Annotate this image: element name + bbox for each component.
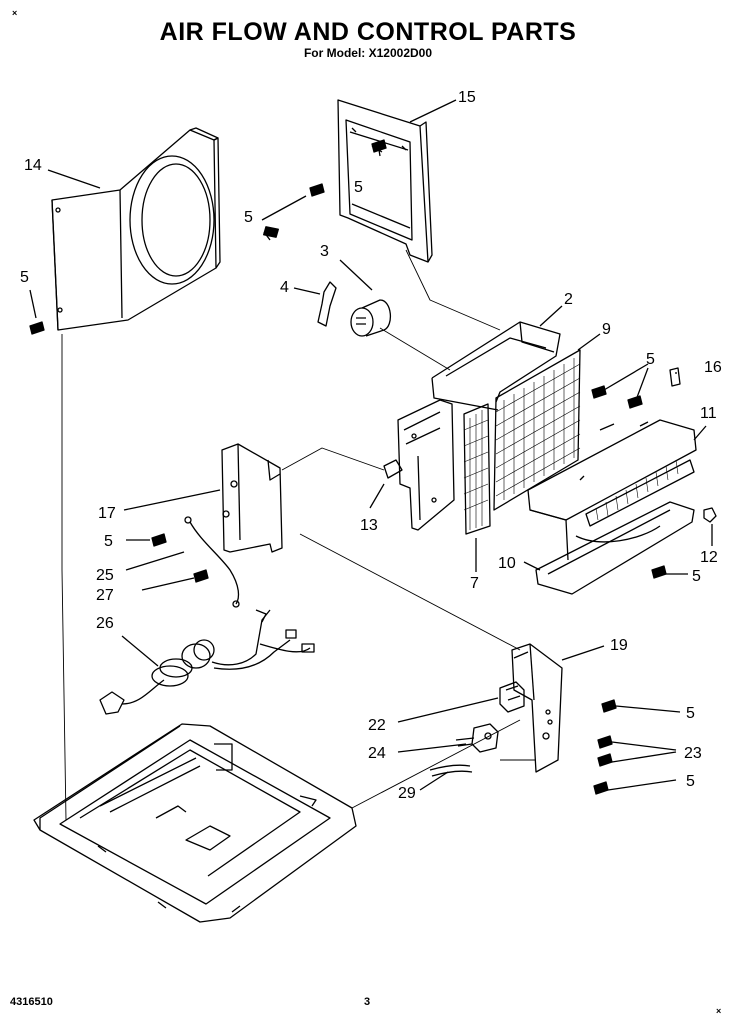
leader-lines <box>29 99 713 791</box>
callout-5: 5 <box>646 351 655 368</box>
callout-26: 26 <box>96 615 114 632</box>
callout-17: 17 <box>98 505 116 522</box>
callout-2: 2 <box>564 291 573 308</box>
screw-fasteners <box>29 139 667 795</box>
callout-5: 5 <box>20 269 29 286</box>
callout-5: 5 <box>244 209 253 226</box>
part-25-wire <box>184 516 240 608</box>
callout-11: 11 <box>700 405 717 422</box>
callout-5: 5 <box>692 568 701 585</box>
callout-27: 27 <box>96 587 114 604</box>
callout-13: 13 <box>360 517 378 534</box>
part-12-clip <box>703 507 717 523</box>
callout-5: 5 <box>104 533 113 550</box>
callout-5: 5 <box>686 705 695 722</box>
callout-7: 7 <box>470 575 479 592</box>
page-title: AIR FLOW AND CONTROL PARTS <box>159 18 577 46</box>
callout-29: 29 <box>398 785 416 802</box>
part-19-bracket <box>511 643 563 773</box>
part-4-strap <box>317 281 337 327</box>
part-14-shroud <box>51 127 221 331</box>
assembly-reference-lines <box>61 249 536 821</box>
page-number: 3 <box>364 996 371 1008</box>
base-pan <box>33 723 357 923</box>
corner-mark-top: × <box>12 8 18 18</box>
part-26-power-cord <box>99 609 315 715</box>
callout-25: 25 <box>96 567 114 584</box>
callout-19: 19 <box>610 637 628 654</box>
part-15-bracket <box>337 99 433 263</box>
part-2-housing <box>383 321 561 531</box>
callout-5: 5 <box>354 179 363 196</box>
part-29-lead <box>429 764 473 777</box>
corner-mark-bottom: × <box>716 1006 722 1016</box>
callout-9: 9 <box>602 321 611 338</box>
part-16-clip <box>669 367 681 387</box>
callout-5: 5 <box>686 773 695 790</box>
callout-labels: 15 14 5 5 5 3 4 2 9 5 16 11 17 13 12 5 2… <box>20 89 722 802</box>
callout-12: 12 <box>700 549 718 566</box>
part-22-switch <box>499 681 525 713</box>
callout-10: 10 <box>498 555 516 572</box>
callout-14: 14 <box>24 157 42 174</box>
callout-4: 4 <box>280 279 289 296</box>
part-24-thermostat <box>455 723 499 753</box>
callout-15: 15 <box>458 89 476 106</box>
callout-16: 16 <box>704 359 722 376</box>
part-10-tray <box>535 501 695 595</box>
part-11-panel <box>527 419 697 561</box>
callout-22: 22 <box>368 717 386 734</box>
part-17-bracket <box>221 443 283 553</box>
callout-24: 24 <box>368 745 386 762</box>
model-subtitle: For Model: X12002D00 <box>303 46 433 60</box>
part-9-grille <box>493 349 581 511</box>
callout-23: 23 <box>684 745 702 762</box>
document-number: 4316510 <box>10 996 53 1008</box>
callout-3: 3 <box>320 243 329 260</box>
part-7-filter <box>463 403 491 535</box>
